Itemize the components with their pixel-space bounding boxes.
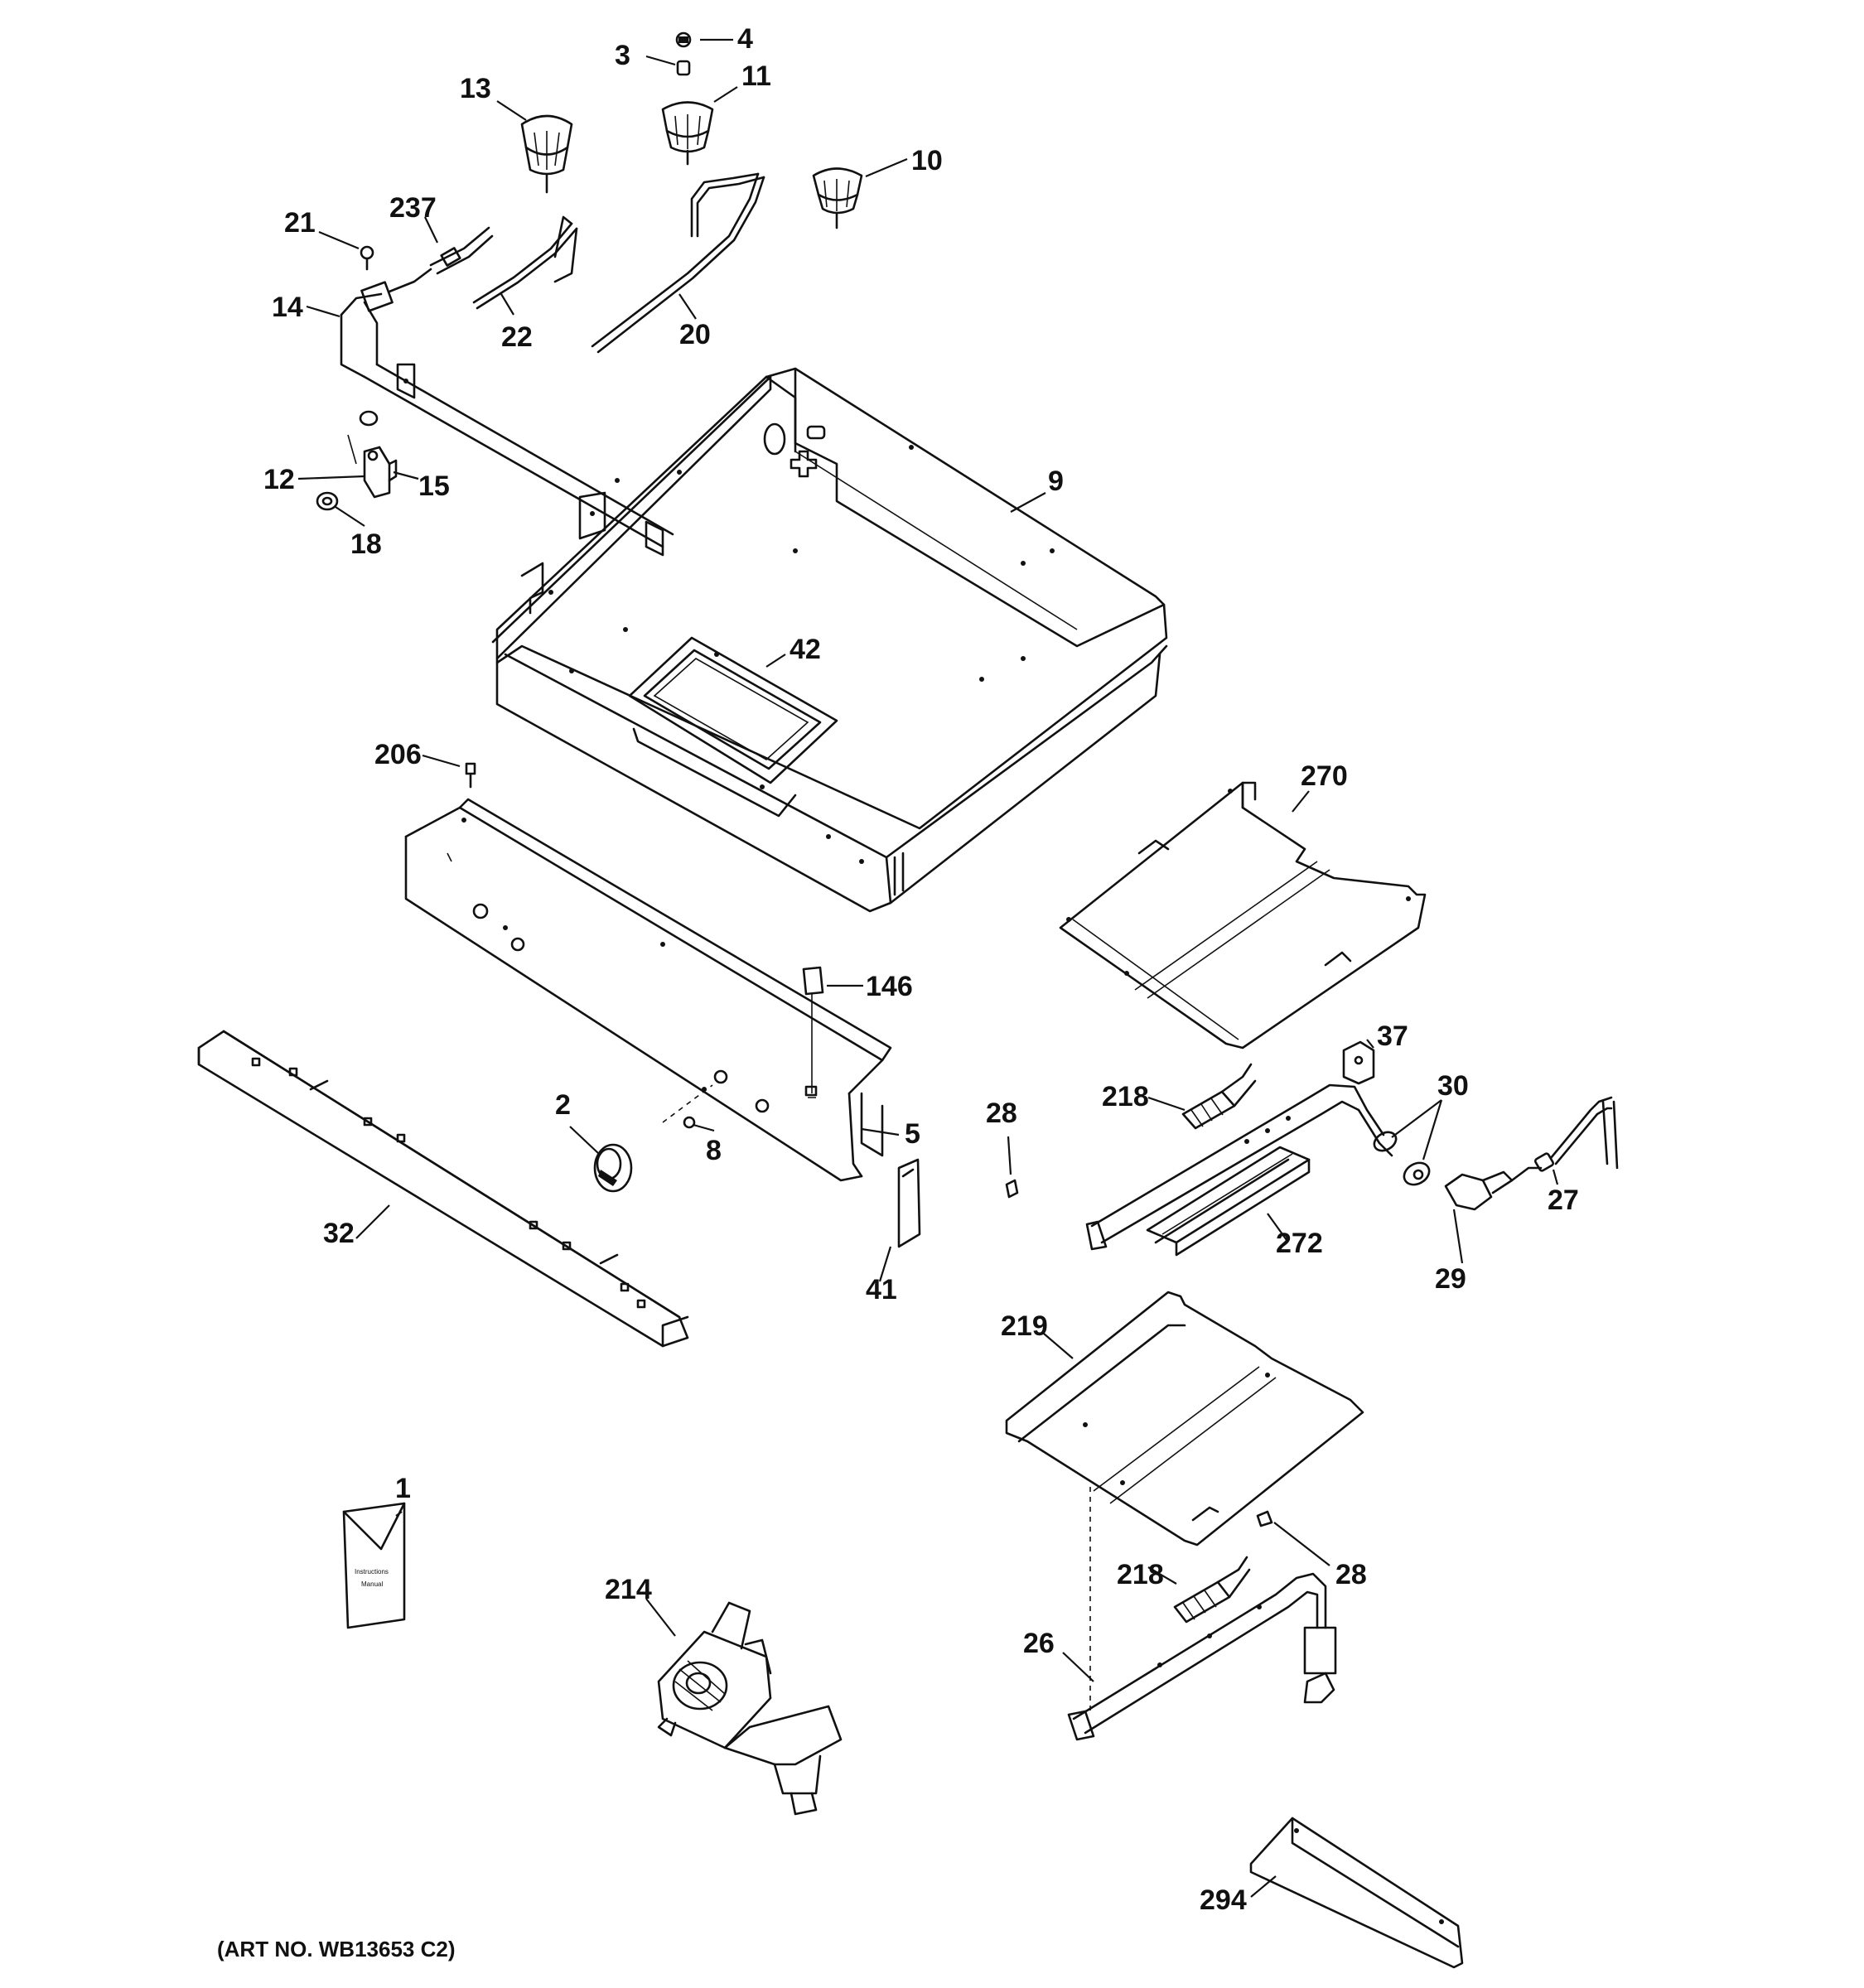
callout-29: 29: [1435, 1263, 1466, 1295]
callout-28-upper: 28: [986, 1098, 1017, 1129]
burner-tube-20[interactable]: [591, 172, 765, 354]
callout-1: 1: [395, 1473, 411, 1504]
callout-11: 11: [741, 60, 771, 92]
callout-27: 27: [1548, 1185, 1579, 1216]
burner-head-10[interactable]: [812, 167, 863, 229]
control-knob-2[interactable]: [593, 1143, 633, 1193]
callout-26: 26: [1023, 1628, 1055, 1659]
art-number-note: (ART NO. WB13653 C2): [217, 1937, 456, 1961]
orifice-3[interactable]: [676, 60, 691, 76]
burner-head-13[interactable]: [520, 114, 573, 194]
washer-upper: [359, 410, 379, 427]
washer-18[interactable]: [316, 491, 339, 511]
screw-8[interactable]: [662, 1084, 713, 1129]
broil-burner-tube[interactable]: [1085, 1083, 1393, 1251]
callout-237: 237: [389, 192, 437, 224]
callout-272: 272: [1276, 1228, 1323, 1259]
callout-3: 3: [615, 40, 630, 71]
manual-line-1: Instructions: [355, 1568, 389, 1575]
screw-28-upper[interactable]: [1005, 1179, 1019, 1199]
callout-42: 42: [790, 634, 821, 665]
orifice-fitting-27[interactable]: [1510, 1096, 1619, 1182]
callout-214: 214: [605, 1574, 652, 1605]
callout-28-lower: 28: [1335, 1559, 1367, 1590]
callout-32: 32: [323, 1218, 355, 1249]
manual-line-2: Manual: [361, 1580, 383, 1588]
callout-37: 37: [1377, 1021, 1408, 1052]
callout-18: 18: [350, 528, 382, 560]
callout-20: 20: [679, 319, 711, 350]
callout-14: 14: [272, 292, 303, 323]
igniter-218-lower[interactable]: [1173, 1556, 1251, 1624]
callout-9: 9: [1048, 466, 1064, 497]
callout-8: 8: [706, 1135, 722, 1166]
screw-28-lower[interactable]: [1256, 1510, 1273, 1527]
access-cover-42[interactable]: [628, 636, 838, 818]
callout-21: 21: [284, 207, 316, 239]
burner-head-11[interactable]: [661, 101, 714, 166]
igniter-218-upper[interactable]: [1181, 1063, 1257, 1130]
callout-10: 10: [911, 145, 943, 176]
callout-12: 12: [263, 464, 295, 495]
bracket-146[interactable]: [802, 966, 824, 1097]
heat-shield-270[interactable]: [1059, 781, 1427, 1049]
trim-strip-32[interactable]: [197, 1030, 689, 1348]
callout-294: 294: [1200, 1884, 1247, 1916]
callout-41: 41: [866, 1274, 897, 1305]
baffle-272[interactable]: [1146, 1146, 1311, 1257]
elbow-fitting-29[interactable]: [1444, 1170, 1514, 1211]
thermostat-valve-214[interactable]: [657, 1601, 843, 1816]
end-cap-41[interactable]: [897, 1158, 921, 1248]
callout-219: 219: [1001, 1310, 1048, 1342]
bracket-37[interactable]: [1342, 1040, 1375, 1085]
heat-shield-219[interactable]: [1005, 1291, 1364, 1546]
manifold-panel-5[interactable]: [404, 798, 892, 1182]
callout-206: 206: [374, 739, 422, 770]
callout-labels: 4 3 11 13 10 237 21 14 22 20 12 15 18 9 …: [263, 23, 1579, 1916]
callout-22: 22: [501, 321, 533, 353]
callout-15: 15: [418, 470, 450, 502]
orifice-cap-4[interactable]: [675, 31, 692, 48]
burner-box-9[interactable]: [491, 367, 1168, 913]
bake-burner-tube-26[interactable]: [1067, 1487, 1337, 1741]
valve-assembly-12-15[interactable]: [347, 434, 398, 499]
callout-2: 2: [555, 1089, 571, 1121]
callout-13: 13: [460, 73, 491, 104]
callout-4: 4: [737, 23, 753, 55]
owners-manual-1[interactable]: Instructions Manual: [342, 1502, 406, 1629]
callout-270: 270: [1301, 760, 1348, 792]
fitting-237[interactable]: [429, 226, 494, 275]
callout-218-lower: 218: [1117, 1559, 1164, 1590]
callout-30: 30: [1437, 1070, 1469, 1102]
burner-tube-22[interactable]: [472, 215, 578, 310]
leader-lines: [297, 38, 1559, 1898]
screw-21[interactable]: [360, 245, 374, 271]
angle-bracket-294[interactable]: [1249, 1817, 1464, 1969]
callout-5: 5: [905, 1118, 920, 1150]
callout-218-upper: 218: [1102, 1081, 1149, 1112]
callout-146: 146: [866, 971, 913, 1002]
manifold-pipe-14[interactable]: [340, 268, 674, 557]
screw-206[interactable]: [465, 762, 476, 789]
